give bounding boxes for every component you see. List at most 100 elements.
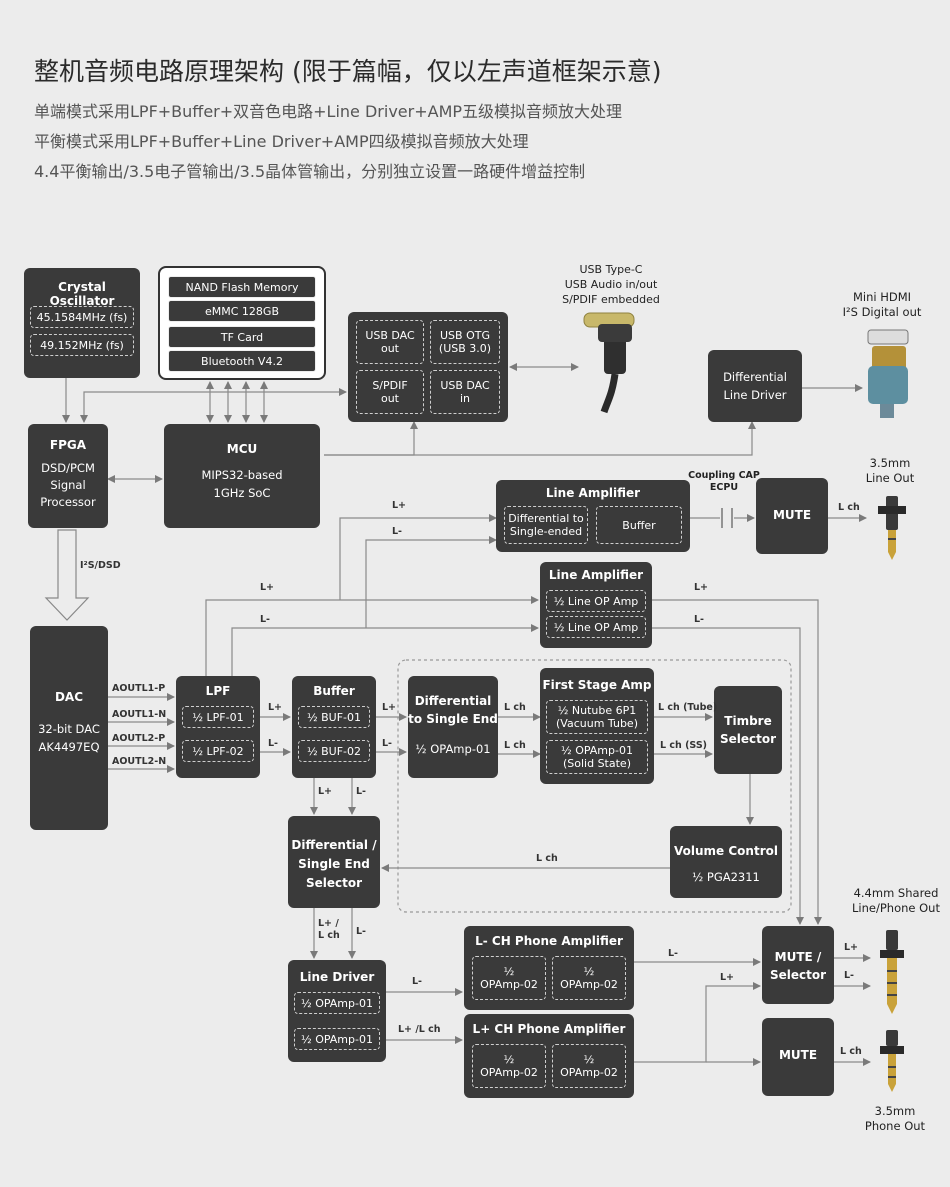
label-lplus-lpf: L+ — [268, 702, 283, 713]
rch-amp-title: L+ CH Phone Amplifier — [472, 1022, 626, 1036]
tf-card: TF Card — [168, 326, 316, 348]
out-44-label: 4.4mm Shared Line/Phone Out — [852, 886, 940, 915]
subtitle-line-1: 单端模式采用LPF+Buffer+双音色电路+Line Driver+AMP五级… — [34, 102, 623, 121]
subtitle-line-3: 4.4平衡输出/3.5电子管输出/3.5晶体管输出，分别独立设置一路硬件增益控制 — [34, 162, 586, 181]
label-lch-2: L ch — [504, 740, 526, 751]
label-lminus-buf: L- — [382, 738, 392, 749]
label-lminus-la1: L- — [392, 526, 402, 537]
mcu-text: MIPS32-based 1GHz SoC — [201, 468, 283, 500]
jack-3-5-lineout-icon — [878, 496, 906, 560]
freq-49: 49.152MHz (fs) — [30, 334, 134, 356]
freq-45: 45.1584MHz (fs) — [30, 306, 134, 328]
label-lplus-buf: L+ — [382, 702, 397, 713]
label-lch-tube: L ch (Tube) — [658, 702, 718, 713]
label-lplus-44: L+ — [844, 942, 859, 953]
label-lch-volume: L ch — [536, 853, 558, 864]
lineout-label: 3.5mm Line Out — [865, 456, 915, 485]
fpga-title: FPGA — [49, 438, 87, 452]
l-minus-phone-amp: L- CH Phone Amplifier ½ OPAmp-02 ½ OPAmp… — [464, 926, 634, 1010]
label-lminus-44: L- — [844, 970, 854, 981]
ld-opamp-a: ½ OPAmp-01 — [294, 992, 380, 1014]
spdif-out: S/PDIF out — [356, 370, 424, 414]
differential-line-driver: Differential Line Driver — [708, 350, 802, 422]
label-lminus-amp: L- — [668, 948, 678, 959]
label-lplus-lch-sel: L+ / L ch — [318, 918, 340, 941]
mcu-title: MCU — [226, 442, 258, 456]
volume-control: Volume Control ½ PGA2311 — [670, 826, 782, 898]
label-lch-1: L ch — [504, 702, 526, 713]
label-aoutl2n: AOUTL2-N — [112, 756, 167, 767]
lch-opamp-a: ½ OPAmp-02 — [472, 956, 546, 1000]
coupling-cap-label: Coupling CAP ECPU — [688, 470, 760, 493]
timbre-title: Timbre Selector — [719, 714, 777, 746]
mcu-block: MCU MIPS32-based 1GHz SoC — [164, 424, 320, 528]
hdmi-label: Mini HDMI I²S Digital out — [842, 290, 922, 319]
diff-se-text: ½ OPAmp-01 — [415, 742, 491, 756]
out-35-label: 3.5mm Phone Out — [864, 1104, 926, 1133]
lpf-01: ½ LPF-01 — [182, 706, 254, 728]
nand-flash: NAND Flash Memory — [168, 276, 316, 298]
diff-to-single-end: Differential to Single End ½ OPAmp-01 — [408, 676, 498, 778]
opamp-ss: ½ OPAmp-01 (Solid State) — [546, 740, 648, 774]
mute-bottom: MUTE — [762, 1018, 834, 1096]
label-lplus-lch-ld: L+ /L ch — [398, 1024, 441, 1035]
label-lminus-bufdown: L- — [356, 786, 366, 797]
label-i2s-dsd: I²S/DSD — [80, 560, 121, 571]
label-lplus-la2: L+ — [260, 582, 275, 593]
usb-dac-in: USB DAC in — [430, 370, 500, 414]
label-lch-ss: L ch (SS) — [660, 740, 708, 751]
mini-hdmi-connector-icon — [867, 329, 909, 418]
rch-opamp-b: ½ OPAmp-02 — [552, 1044, 626, 1088]
diff-line-driver-text: Differential Line Driver — [723, 370, 787, 402]
lpf-02: ½ LPF-02 — [182, 740, 254, 762]
mute-bottom-text: MUTE — [778, 1048, 818, 1062]
label-aoutl2p: AOUTL2-P — [112, 733, 166, 744]
buf-02: ½ BUF-02 — [298, 740, 370, 762]
subtitle-line-2: 平衡模式采用LPF+Buffer+Line Driver+AMP四级模拟音频放大… — [34, 132, 529, 151]
buffer-title: Buffer — [313, 684, 355, 698]
usb-dac-out: USB DAC out — [356, 320, 424, 364]
dac-text: 32-bit DAC AK4497EQ — [38, 722, 100, 754]
diff-se-title: Differential to Single End — [408, 694, 498, 726]
diff-to-se: Differential to Single-ended — [504, 506, 588, 544]
typec-label: USB Type-C USB Audio in/out S/PDIF embed… — [562, 263, 660, 306]
usb-block: USB DAC out USB OTG (USB 3.0) S/PDIF out… — [348, 312, 508, 422]
lpf-block: LPF ½ LPF-01 ½ LPF-02 — [176, 676, 260, 778]
buf-01: ½ BUF-01 — [298, 706, 370, 728]
volume-text: ½ PGA2311 — [692, 870, 760, 884]
label-lplus-la1: L+ — [392, 500, 407, 511]
label-lminus-la2: L- — [260, 614, 270, 625]
volume-title: Volume Control — [674, 844, 778, 858]
lch-amp-title: L- CH Phone Amplifier — [475, 934, 623, 948]
usb-otg: USB OTG (USB 3.0) — [430, 320, 500, 364]
line-amplifier-1: Line Amplifier Differential to Single-en… — [496, 480, 690, 552]
emmc: eMMC 128GB — [168, 300, 316, 322]
line-amp1-title: Line Amplifier — [545, 486, 641, 500]
lpf-title: LPF — [205, 684, 231, 698]
fpga-block: FPGA DSD/PCM Signal Processor — [28, 424, 108, 528]
label-lminus-la2-out: L- — [694, 614, 704, 625]
label-lplus-la2-out: L+ — [694, 582, 709, 593]
jack-3-5-phoneout-icon — [880, 1030, 904, 1092]
mute-top: MUTE — [756, 478, 828, 554]
line-amplifier-2: Line Amplifier ½ Line OP Amp ½ Line OP A… — [540, 562, 652, 648]
label-lplus-amp: L+ — [720, 972, 735, 983]
crystal-title: Crystal Oscillator — [49, 280, 115, 308]
label-lminus-lpf: L- — [268, 738, 278, 749]
bluetooth: Bluetooth V4.2 — [168, 350, 316, 372]
line-driver: Line Driver ½ OPAmp-01 ½ OPAmp-01 — [288, 960, 386, 1062]
dac-title: DAC — [54, 690, 84, 704]
fpga-text: DSD/PCM Signal Processor — [40, 461, 96, 509]
line-op-amp-b: ½ Line OP Amp — [546, 616, 646, 638]
label-lch-lineout: L ch — [838, 502, 860, 513]
label-lminus-ld: L- — [412, 976, 422, 987]
line-driver-title: Line Driver — [299, 970, 375, 984]
page-title: 整机音频电路原理架构 (限于篇幅，仅以左声道框架示意) — [34, 57, 662, 86]
buffer-block: Buffer ½ BUF-01 ½ BUF-02 — [292, 676, 376, 778]
label-aoutl1p: AOUTL1-P — [112, 683, 166, 694]
label-lminus-sel: L- — [356, 926, 366, 937]
dse-selector-title: Differential / Single End Selector — [291, 838, 377, 890]
label-lplus-bufdown: L+ — [318, 786, 333, 797]
l-plus-phone-amp: L+ CH Phone Amplifier ½ OPAmp-02 ½ OPAmp… — [464, 1014, 634, 1098]
